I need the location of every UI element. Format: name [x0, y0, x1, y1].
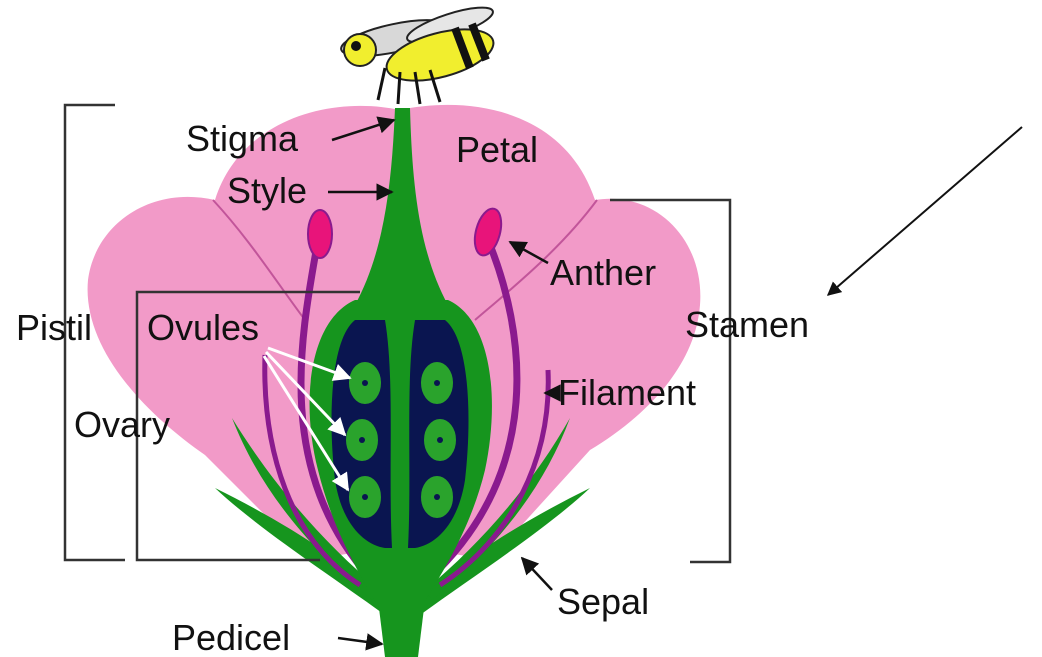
- label-ovules: Ovules: [147, 307, 259, 348]
- label-style: Style: [227, 170, 307, 211]
- label-filament: Filament: [558, 372, 696, 413]
- bee-icon: [338, 1, 499, 104]
- stamen-pointer-arrow: [828, 127, 1022, 295]
- anther-left: [308, 210, 332, 258]
- label-pedicel: Pedicel: [172, 617, 290, 657]
- label-ovary: Ovary: [74, 404, 170, 445]
- label-sepal: Sepal: [557, 581, 649, 622]
- pedicel-stalk: [378, 600, 425, 657]
- label-stamen: Stamen: [685, 304, 809, 345]
- pedicel-arrow: [338, 638, 382, 644]
- label-anther: Anther: [550, 252, 656, 293]
- sepal-arrow: [522, 558, 552, 590]
- bee-eye: [351, 41, 361, 51]
- label-stigma: Stigma: [186, 118, 299, 159]
- label-pistil: Pistil: [16, 307, 92, 348]
- bee-head: [344, 34, 376, 66]
- label-petal: Petal: [456, 129, 538, 170]
